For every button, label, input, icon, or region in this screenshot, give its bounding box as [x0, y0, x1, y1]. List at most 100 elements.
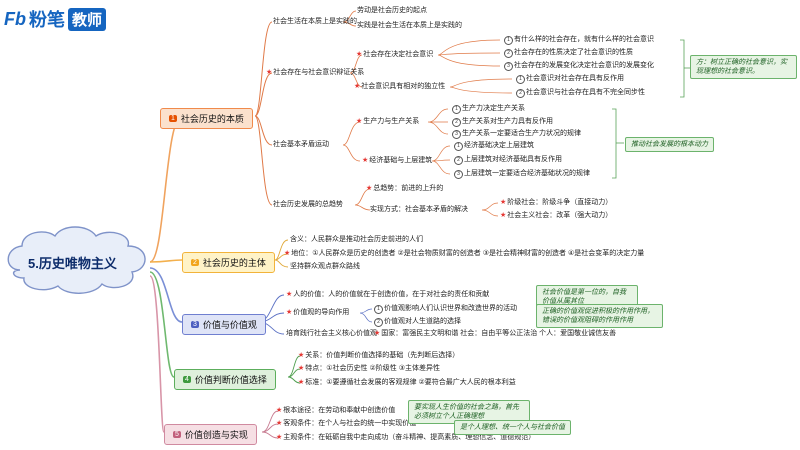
node-label: 社会存在决定社会意识	[363, 51, 434, 58]
node-judgement-features: ★特点：①社会历史性 ②阶级性 ③主体差异性	[298, 364, 440, 373]
circle-number-2: 2	[504, 49, 513, 58]
node-productivity-relations: ★生产力与生产关系	[356, 117, 419, 126]
topic-label: 价值判断价值选择	[194, 375, 267, 385]
logo-mark: Fb	[4, 8, 26, 29]
topic-label: 社会历史的主体	[202, 258, 266, 268]
node-label: 社会存在的性质决定了社会意识的性质	[514, 49, 633, 56]
star-icon: ★	[286, 309, 293, 316]
circle-number-1: 1	[452, 105, 461, 114]
node-label: 社会主义社会：改革（强大动力）	[507, 212, 613, 219]
node-trend: ★总趋势：前进的上升的	[366, 184, 443, 193]
star-icon: ★	[298, 365, 305, 372]
node-label: 地位：①人民群众是历史的创造者 ②是社会物质财富的创造者 ③是社会精神财富的创造…	[291, 250, 645, 257]
note-value-guidance: 正确的价值观促进积极的作用作用，错误的价值观阻碍的作用作用	[536, 304, 663, 328]
star-icon: ★	[500, 199, 507, 206]
star-icon: ★	[298, 352, 305, 359]
brand-logo: Fb 粉笔 教师	[4, 6, 107, 32]
star-icon: ★	[362, 157, 369, 164]
topic-index: 3	[191, 321, 199, 328]
node-subjective-condition: ★主观条件：在砥砺自我中走向成功（奋斗精神、提高素质、理想信念、道德规范）	[276, 433, 535, 442]
topic-label: 价值创造与实现	[184, 430, 248, 440]
node-label: 社会意识与社会存在具有不完全同步性	[526, 89, 645, 96]
node-label: 价值观对人生道路的选择	[384, 318, 461, 325]
node-mass-line: 坚持群众观点群众路线	[290, 263, 360, 270]
star-icon: ★	[276, 420, 283, 427]
topic-history-subject[interactable]: 2 社会历史的主体	[182, 252, 275, 273]
node-general-trend: 社会历史发展的总趋势	[273, 201, 343, 208]
note-method: 方：树立正确的社会意识，实现理想的社会意识。	[690, 55, 797, 79]
node-realization: 实现方式：社会基本矛盾的解决	[370, 206, 468, 213]
node-core-values-detail: ★国家：富强民主文明和谐 社会：自由平等公正法治 个人：爱国敬业诚信友善	[374, 329, 616, 338]
star-icon: ★	[298, 379, 305, 386]
circle-number-1: 1	[374, 305, 383, 314]
node-label: 价值观的导向作用	[293, 309, 350, 316]
star-icon: ★	[276, 407, 283, 414]
topic-label: 价值与价值观	[202, 320, 257, 330]
node-label: 国家：富强民主文明和谐 社会：自由平等公正法治 个人：爱国敬业诚信友善	[381, 330, 617, 337]
star-icon: ★	[286, 291, 293, 298]
node-label: 社会存在的发展变化决定社会意识的发展变化	[514, 62, 654, 69]
circle-number-3: 3	[454, 170, 463, 179]
topic-social-history[interactable]: 1 社会历史的本质	[160, 108, 253, 129]
node-label: 社会意识对社会存在具有反作用	[526, 75, 624, 82]
topic-value-creation[interactable]: 5 价值创造与实现	[164, 424, 257, 445]
node-practice: 社会生活在本质上是实践的	[273, 18, 357, 25]
circle-number-2: 2	[454, 156, 463, 165]
topic-value-judgement[interactable]: 4 价值判断价值选择	[174, 369, 276, 390]
node-label: 关系：价值判断价值选择的基础（先判断后选择）	[305, 352, 460, 359]
topic-values[interactable]: 3 价值与价值观	[182, 314, 266, 335]
node-label: 生产力决定生产关系	[462, 105, 525, 112]
node-label: 根本途径：在劳动和奉献中创造价值	[283, 407, 396, 414]
star-icon: ★	[374, 330, 381, 337]
star-icon: ★	[284, 250, 291, 257]
node-label: 价值观影响人们认识世界和改造世界的活动	[384, 305, 517, 312]
topic-index: 4	[183, 376, 191, 383]
circle-number-3: 3	[452, 130, 461, 139]
node-label: 人的价值：人的价值就在于创造价值，在于对社会的责任和贡献	[293, 291, 490, 298]
node-consciousness-independence: ★社会意识具有相对的独立性	[354, 82, 445, 91]
note-driving-force: 推动社会发展的根本动力	[625, 137, 714, 152]
note-unity: 是个人理想、统一个人与社会价值	[454, 420, 571, 435]
node-label: 主观条件：在砥砺自我中走向成功（奋斗精神、提高素质、理想信念、道德规范）	[283, 434, 536, 441]
node-socialist-society: ★社会主义社会：改革（强大动力）	[500, 211, 612, 220]
node-judgement-relation: ★关系：价值判断价值选择的基础（先判断后选择）	[298, 351, 459, 360]
node-judgement-standard: ★标准：①要遵循社会发展的客观规律 ②要符合最广大人民的根本利益	[298, 378, 516, 387]
node-existence-consciousness: ★社会存在与社会意识辩证关系	[266, 68, 364, 77]
node-label: 生产关系一定要适合生产力状况的规律	[462, 130, 581, 137]
circle-number-2: 2	[516, 89, 525, 98]
node-label: 有什么样的社会存在，就有什么样的社会意识	[514, 36, 654, 43]
circle-number-2: 2	[374, 318, 383, 327]
circle-number-1: 1	[504, 36, 513, 45]
node-value-guidance: ★价值观的导向作用	[286, 308, 349, 317]
star-icon: ★	[500, 212, 507, 219]
node-label: 生产关系对生产力具有反作用	[462, 118, 553, 125]
star-icon: ★	[354, 83, 361, 90]
node-label: 生产力与生产关系	[363, 118, 420, 125]
node-label: 经济基础与上层建筑	[369, 157, 433, 164]
node-core-values: 培育践行社会主义核心价值观	[286, 330, 377, 337]
center-topic: 5.历史唯物主义	[28, 256, 117, 271]
topic-index: 1	[169, 115, 177, 122]
star-icon: ★	[356, 51, 363, 58]
topic-index: 2	[191, 259, 199, 266]
topic-index: 5	[173, 431, 181, 438]
star-icon: ★	[266, 69, 273, 76]
node-fundamental-path: ★根本途径：在劳动和奉献中创造价值	[276, 406, 395, 415]
star-icon: ★	[366, 185, 373, 192]
node-base-superstructure: ★经济基础与上层建筑	[362, 156, 432, 165]
circle-number-2: 2	[452, 118, 461, 127]
node-label: 特点：①社会历史性 ②阶级性 ③主体差异性	[305, 365, 440, 372]
node-existence-determines: ★社会存在决定社会意识	[356, 50, 433, 59]
node-human-value: ★人的价值：人的价值就在于创造价值，在于对社会的责任和贡献	[286, 290, 489, 299]
